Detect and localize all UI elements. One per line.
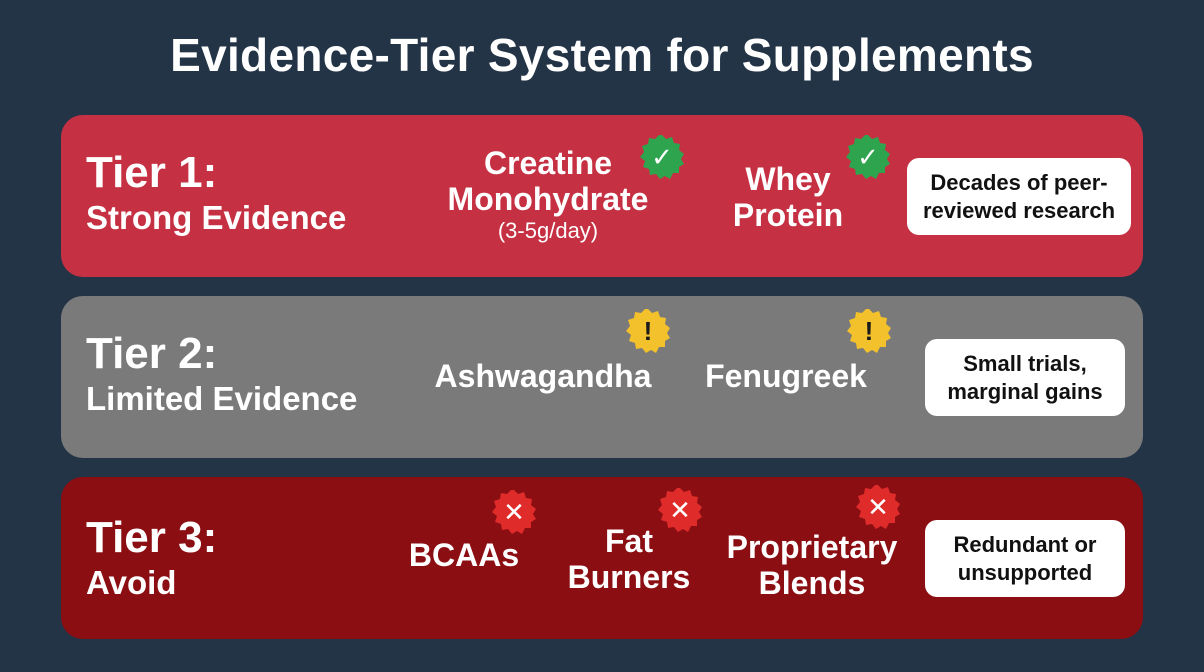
x-icon: ✕ <box>855 484 901 530</box>
item-name: Burners <box>567 559 691 595</box>
warning-icon: ! <box>625 308 671 354</box>
supplement-fenugreek: Fenugreek <box>691 358 881 394</box>
warning-glyph: ! <box>643 316 653 346</box>
check-glyph: ✓ <box>651 142 673 172</box>
tier-label: Tier 3: <box>86 513 218 562</box>
tier-label: Tier 1: <box>86 148 218 197</box>
supplement-whey: Whey Protein <box>713 161 863 233</box>
item-name: Blends <box>758 565 866 601</box>
item-name: Proprietary <box>726 529 898 565</box>
note-text: Redundant or <box>953 531 1097 557</box>
note-text: Decades of peer- <box>930 169 1108 195</box>
note-text: marginal gains <box>947 378 1103 404</box>
item-name: Fenugreek <box>705 358 867 394</box>
note-text: reviewed research <box>922 197 1116 223</box>
tier-1-note: Decades of peer- reviewed research <box>907 158 1131 235</box>
tier-sublabel: Avoid <box>86 564 177 601</box>
item-name: Creatine <box>483 145 613 181</box>
tier-sublabel: Strong Evidence <box>86 199 347 236</box>
item-dosage: (3-5g/day) <box>497 218 599 243</box>
tier-3-row: Tier 3: Avoid BCAAs ✕ Fat Burners ✕ Prop… <box>61 477 1143 639</box>
check-glyph: ✓ <box>857 142 879 172</box>
note-text: Small trials, <box>963 350 1087 376</box>
tier-3-note: Redundant or unsupported <box>925 520 1125 597</box>
page-title: Evidence-Tier System for Supplements <box>170 29 1034 81</box>
tier-label: Tier 2: <box>86 329 218 378</box>
tier-2-note: Small trials, marginal gains <box>925 339 1125 416</box>
check-icon: ✓ <box>639 134 685 180</box>
supplement-ashwagandha: Ashwagandha <box>423 358 663 394</box>
x-icon: ✕ <box>491 489 537 535</box>
x-glyph: ✕ <box>867 492 889 522</box>
note-text: unsupported <box>957 559 1093 585</box>
supplement-fat-burners: Fat Burners <box>559 523 699 595</box>
x-glyph: ✕ <box>503 497 525 527</box>
item-name: Whey <box>745 161 831 197</box>
warning-glyph: ! <box>864 316 874 346</box>
supplement-proprietary-blends: Proprietary Blends <box>717 529 907 601</box>
supplement-bcaas: BCAAs <box>399 537 529 573</box>
tier-1-heading: Tier 1: Strong Evidence <box>86 148 346 238</box>
item-name: Ashwagandha <box>434 358 652 394</box>
tier-1-row: Tier 1: Strong Evidence Creatine Monohyd… <box>61 115 1143 277</box>
tier-3-heading: Tier 3: Avoid <box>86 513 217 603</box>
tier-sublabel: Limited Evidence <box>86 380 358 417</box>
tier-2-row: Tier 2: Limited Evidence Ashwagandha ! F… <box>61 296 1143 458</box>
tier-2-heading: Tier 2: Limited Evidence <box>86 329 357 419</box>
x-glyph: ✕ <box>669 495 691 525</box>
item-name: Monohydrate <box>447 181 649 217</box>
warning-icon: ! <box>846 308 892 354</box>
item-name: BCAAs <box>408 537 520 573</box>
supplement-creatine: Creatine Monohydrate (3-5g/day) <box>443 145 653 245</box>
x-icon: ✕ <box>657 487 703 533</box>
check-icon: ✓ <box>845 134 891 180</box>
item-name: Protein <box>732 197 844 233</box>
item-name: Fat <box>605 523 653 559</box>
